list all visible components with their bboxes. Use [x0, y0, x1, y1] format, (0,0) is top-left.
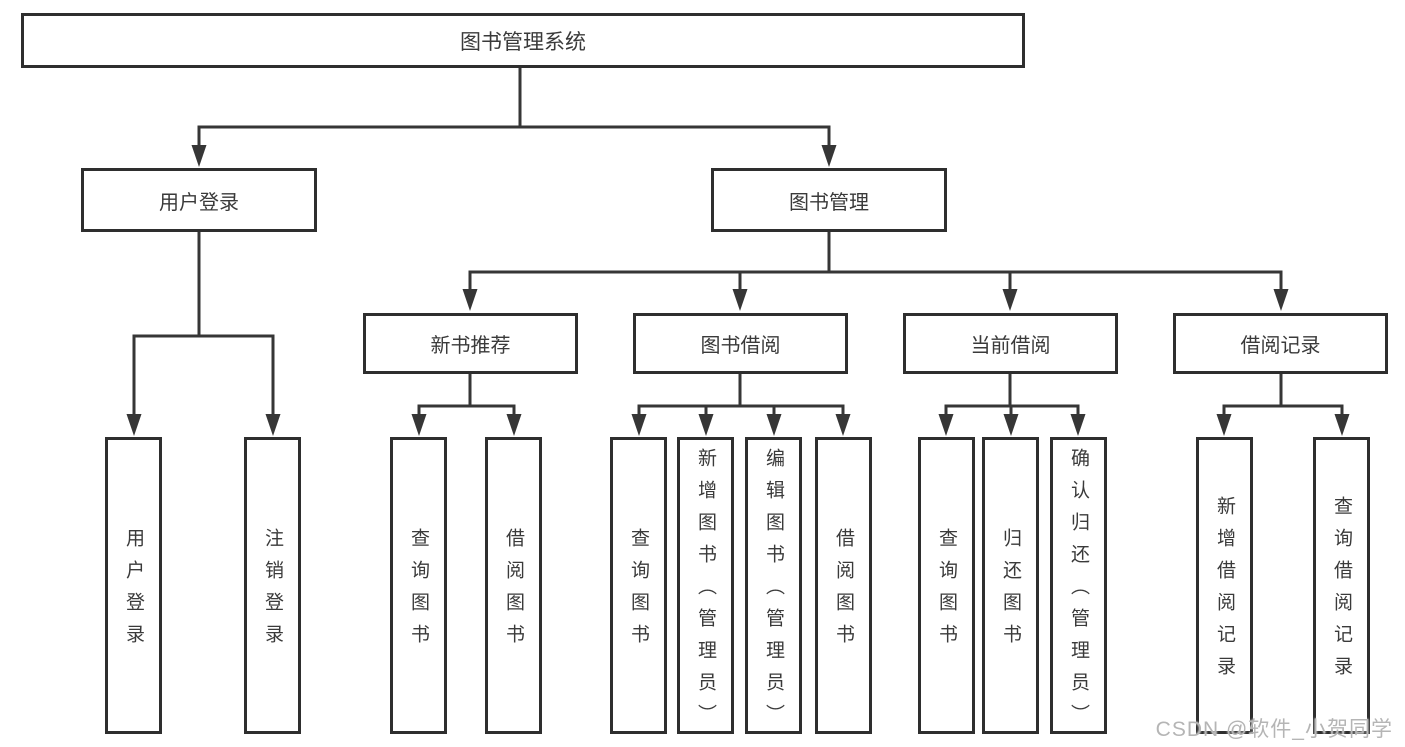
node-label: 归还图书 — [1000, 528, 1021, 656]
node-user-login: 用户登录 — [81, 168, 317, 232]
leaf-add-borrow-record: 新增借阅记录 — [1196, 437, 1253, 734]
node-label: 图书管理系统 — [460, 30, 586, 54]
leaf-logout: 注销登录 — [244, 437, 301, 734]
leaf-confirm-return-admin: 确认归还（管理员） — [1050, 437, 1107, 736]
node-book-borrow: 图书借阅 — [633, 313, 848, 374]
node-label: 查询借阅记录 — [1331, 496, 1352, 688]
leaf-borrow-books: 借阅图书 — [815, 437, 872, 734]
node-label: 查询图书 — [628, 528, 649, 656]
node-label: 新增借阅记录 — [1214, 496, 1235, 688]
node-label: 确认归还（管理员） — [1068, 448, 1089, 736]
node-current-borrow: 当前借阅 — [903, 313, 1118, 374]
node-label: 借阅记录 — [1240, 335, 1321, 357]
node-borrow-records: 借阅记录 — [1173, 313, 1388, 374]
csdn-watermark: CSDN @软件_小贺同学 — [1155, 718, 1393, 741]
leaf-borrow-books-recommend: 借阅图书 — [485, 437, 542, 734]
node-label: 用户登录 — [159, 191, 239, 214]
node-label: 新书推荐 — [430, 335, 511, 357]
leaf-query-books-borrow: 查询图书 — [610, 437, 667, 734]
leaf-query-books-recommend: 查询图书 — [390, 437, 447, 734]
leaf-user-login: 用户登录 — [105, 437, 162, 734]
node-label: 查询图书 — [408, 528, 429, 656]
node-book-management: 图书管理 — [711, 168, 947, 232]
node-new-book-recommend: 新书推荐 — [363, 313, 578, 374]
node-label: 注销登录 — [262, 528, 283, 656]
node-label: 当前借阅 — [970, 335, 1051, 357]
node-label: 编辑图书（管理员） — [763, 448, 784, 736]
node-label: 新增图书（管理员） — [695, 448, 716, 736]
leaf-query-books-current: 查询图书 — [918, 437, 975, 734]
leaf-return-books: 归还图书 — [982, 437, 1039, 734]
node-library-management-system: 图书管理系统 — [21, 13, 1025, 68]
node-label: 借阅图书 — [833, 528, 854, 656]
node-label: 借阅图书 — [503, 528, 524, 656]
node-label: 图书管理 — [789, 191, 869, 214]
leaf-edit-books-admin: 编辑图书（管理员） — [745, 437, 802, 736]
node-label: 查询图书 — [936, 528, 957, 656]
leaf-add-books-admin: 新增图书（管理员） — [677, 437, 734, 736]
node-label: 用户登录 — [123, 528, 144, 656]
node-label: 图书借阅 — [700, 335, 781, 357]
leaf-query-borrow-record: 查询借阅记录 — [1313, 437, 1370, 734]
